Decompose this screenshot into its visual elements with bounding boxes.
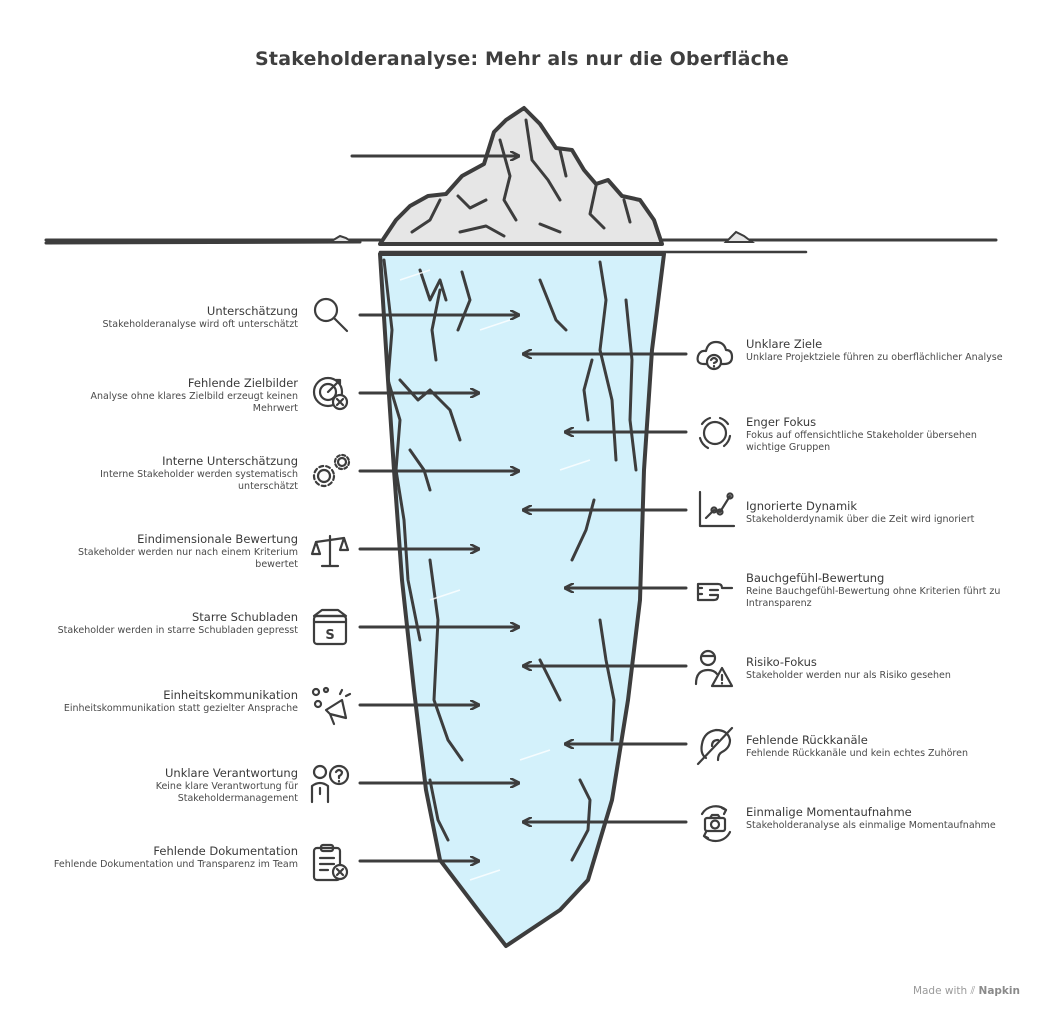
footer-prefix: Made with [912,985,968,997]
item-title: Ignorierte Dynamik [746,499,858,513]
item-title: Starre Schubladen [192,610,298,624]
item-title: Unklare Verantwortung [165,766,298,780]
left-item-7: Unklare Verantwortung Keine klare Verant… [53,766,298,805]
made-with-napkin[interactable]: Made with ⫽ Napkin [913,985,1020,998]
item-desc: Reine Bauchgefühl-Bewertung ohne Kriteri… [746,586,1001,609]
camera-cycle-icon [700,805,732,843]
item-desc: Fehlende Rückkanäle und kein echtes Zuhö… [746,748,968,759]
item-title: Einheitskommunikation [163,688,298,702]
item-desc: Stakeholderanalyse als einmalige Momenta… [746,820,996,831]
focus-ring-icon [698,416,732,450]
left-item-1: Unterschätzung Stakeholderanalyse wird o… [53,304,298,331]
item-desc: Keine klare Verantwortung für Stakeholde… [155,781,298,804]
right-item-7: Einmalige Momentaufnahme Stakeholderanal… [746,805,1006,832]
item-desc: Stakeholderanalyse wird oft unterschätzt [102,319,298,330]
magnifier-icon [313,297,349,333]
person-warning-icon [694,649,734,688]
napkin-logo-icon: ⫽ [970,985,976,997]
right-item-1: Unklare Ziele Unklare Projektziele führe… [746,337,1006,364]
item-desc: Interne Stakeholder werden systematisch … [100,469,298,492]
item-title: Einmalige Momentaufnahme [746,805,912,819]
item-title: Risiko-Fokus [746,655,817,669]
ice-bit-left [326,234,356,243]
svg-text:S: S [325,628,334,643]
cloud-question-icon [696,340,734,371]
item-desc: Analyse ohne klares Zielbild erzeugt kei… [90,391,298,414]
right-item-2: Enger Fokus Fokus auf offensichtliche St… [746,415,1006,454]
item-title: Fehlende Rückkanäle [746,733,868,747]
left-item-5: Starre Schubladen Stakeholder werden in … [53,610,298,637]
trend-chart-icon [698,490,736,528]
person-question-icon [310,764,350,804]
waterline [44,238,998,245]
item-title: Enger Fokus [746,415,817,429]
left-item-4: Eindimensionale Bewertung Stakeholder we… [53,532,298,571]
item-desc: Stakeholder werden nur als Risiko gesehe… [746,670,951,681]
scale-icon [310,534,350,568]
left-item-2: Fehlende Zielbilder Analyse ohne klares … [53,376,298,415]
item-desc: Unklare Projektziele führen zu oberfläch… [746,352,1003,363]
box-icon: S [312,608,348,646]
item-desc: Stakeholder werden nur nach einem Kriter… [78,547,298,570]
left-item-3: Interne Unterschätzung Interne Stakehold… [53,454,298,493]
target-off-icon [312,376,349,411]
item-title: Eindimensionale Bewertung [137,532,298,546]
item-title: Interne Unterschätzung [162,454,298,468]
footer-brand: Napkin [978,985,1020,997]
item-desc: Einheitskommunikation statt gezielter An… [63,703,298,714]
megaphone-icon [311,686,352,726]
right-item-4: Bauchgefühl-Bewertung Reine Bauchgefühl-… [746,571,1006,610]
left-item-8: Fehlende Dokumentation Fehlende Dokument… [53,844,298,871]
item-title: Bauchgefühl-Bewertung [746,571,885,585]
iceberg-submerged [378,252,666,948]
item-desc: Fehlende Dokumentation und Transparenz i… [53,859,298,870]
iceberg-tip-facets [410,118,632,238]
item-title: Fehlende Zielbilder [187,376,298,390]
left-item-6: Einheitskommunikation Einheitskommunikat… [53,688,298,715]
item-title: Unklare Ziele [746,337,823,351]
right-item-5: Risiko-Fokus Stakeholder werden nur als … [746,655,1006,682]
item-desc: Stakeholderdynamik über die Zeit wird ig… [746,514,975,525]
page-title: Stakeholderanalyse: Mehr als nur die Obe… [255,48,789,70]
gears-icon [312,453,351,488]
item-desc: Fokus auf offensichtliche Stakeholder üb… [746,430,977,453]
item-desc: Stakeholder werden in starre Schubladen … [57,625,298,636]
ear-off-icon [696,726,734,766]
clipboard-off-icon [312,843,349,882]
ice-bit-right [723,230,755,243]
right-item-6: Fehlende Rückkanäle Fehlende Rückkanäle … [746,733,1006,760]
right-item-3: Ignorierte Dynamik Stakeholderdynamik üb… [746,499,1006,526]
iceberg-cracks [382,258,638,862]
item-title: Unterschätzung [206,304,298,318]
item-title: Fehlende Dokumentation [153,844,298,858]
pointing-hand-icon [696,582,734,602]
